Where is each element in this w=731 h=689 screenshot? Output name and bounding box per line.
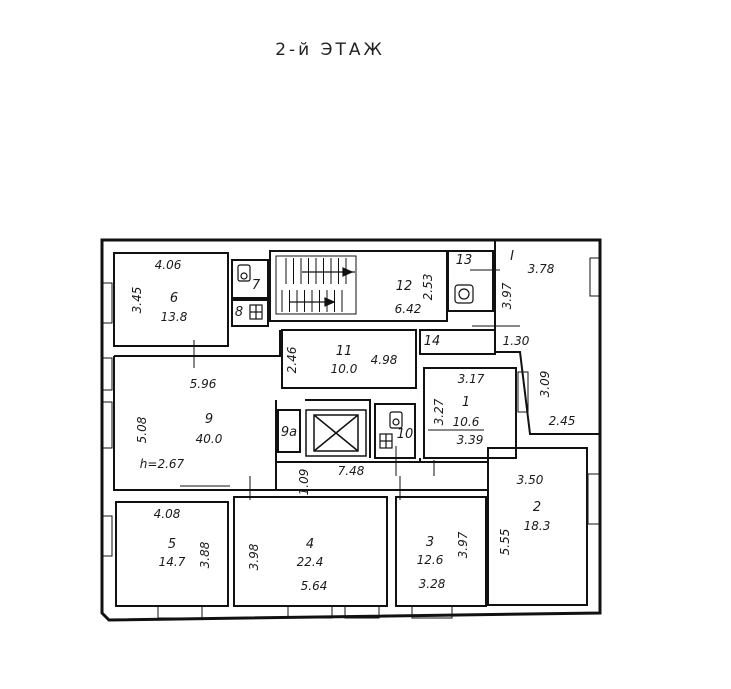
- room-area-9: 40.0: [196, 432, 223, 446]
- room-label-4: 4: [306, 537, 314, 552]
- window-right-3: [517, 371, 529, 413]
- window-bottom-1: [157, 605, 203, 619]
- sink-icon-8: [249, 304, 263, 320]
- room-area-4: 22.4: [297, 555, 324, 569]
- core-wall: [275, 399, 371, 462]
- dim-r1-b: 3.39: [457, 433, 484, 447]
- dimension-labels: 4.06 3.45 2.53 6.42 3.78 3.97 1.30 3.09 …: [130, 258, 575, 593]
- room-label-8: 8: [235, 305, 243, 320]
- room-label-9a: 9а: [281, 425, 297, 440]
- dim-rI-d: 3.09: [538, 371, 552, 398]
- room-14-walls: [419, 329, 496, 355]
- room-13-walls: [447, 250, 494, 312]
- dim-r6-h: 3.45: [130, 287, 144, 314]
- room-label-5: 5: [168, 537, 176, 552]
- room-10-walls: [374, 403, 416, 459]
- room-label-12: 12: [396, 279, 413, 294]
- dim-r3-h: 3.97: [456, 531, 470, 558]
- corridor-wall: [230, 461, 488, 491]
- dim-r5-w: 4.08: [154, 507, 181, 521]
- dim-r4-h: 3.98: [247, 543, 261, 570]
- room-label-I: I: [510, 249, 514, 264]
- dim-rI-x: 1.30: [503, 334, 530, 348]
- sink-icon-10: [379, 433, 393, 449]
- room-6-walls: [113, 252, 229, 347]
- dim-rI-h: 3.97: [500, 282, 514, 309]
- room-label-9: 9: [205, 412, 213, 427]
- room-label-3: 3: [426, 535, 434, 550]
- toilet-icon-13: [454, 284, 474, 304]
- dim-rI-w: 3.78: [528, 262, 555, 276]
- stair-steps: [281, 258, 347, 312]
- dim-r6-w: 4.06: [155, 258, 182, 272]
- room-area-6: 13.8: [161, 310, 188, 324]
- window-left-2: [101, 357, 113, 391]
- room-area-5: 14.7: [159, 555, 186, 569]
- window-bottom-3: [344, 605, 380, 619]
- room-label-6: 6: [170, 291, 178, 306]
- windows: [101, 257, 601, 619]
- dim-r9-h: 5.08: [135, 416, 149, 443]
- elevator-icon: [305, 409, 367, 457]
- dim-r3-w: 3.28: [419, 577, 446, 591]
- interior-walls: [113, 240, 600, 607]
- dimension-lines: [180, 269, 520, 500]
- sanitary-fixtures: [237, 264, 474, 449]
- dim-r1-w: 3.17: [458, 372, 485, 386]
- dim-r2-w: 3.50: [517, 473, 544, 487]
- room-7-walls: [231, 259, 269, 299]
- room-labels: 6 13.8 7 8 12 13 I 11 10.0 14 1 10.6 9 4…: [159, 249, 551, 569]
- dim-r9-w: 5.96: [190, 377, 217, 391]
- dim-r11-w: 4.98: [371, 353, 398, 367]
- room-area-1: 10.6: [453, 415, 480, 429]
- dim-r9-ceiling: h=2.67: [140, 457, 185, 471]
- room-label-10: 10: [397, 427, 414, 442]
- dim-corr-len: 7.48: [338, 464, 365, 478]
- window-left-4: [101, 515, 113, 557]
- room-I-walls: [494, 240, 600, 435]
- room-area-3: 12.6: [417, 553, 444, 567]
- room-1-walls: [423, 367, 517, 459]
- dim-r4-w: 5.64: [301, 579, 328, 593]
- room-11-walls: [281, 329, 417, 389]
- toilet-icon-7: [237, 264, 251, 282]
- room-label-14: 14: [424, 334, 441, 349]
- room-label-13: 13: [456, 253, 473, 268]
- room-label-2: 2: [533, 500, 541, 515]
- toilet-icon-10: [389, 411, 403, 429]
- window-left-3: [101, 401, 113, 449]
- room-area-11: 10.0: [331, 362, 358, 376]
- dim-r2-h: 5.55: [498, 529, 512, 556]
- room-label-11: 11: [336, 344, 353, 359]
- window-right-1: [589, 257, 601, 297]
- window-bottom-4: [411, 605, 453, 619]
- window-right-2: [587, 473, 601, 525]
- room-label-1: 1: [462, 395, 470, 410]
- dim-corr-w: 1.09: [297, 469, 311, 496]
- stair-arrows: [290, 267, 355, 307]
- room-9a-walls: [277, 409, 301, 453]
- dim-r12-h: 2.53: [421, 274, 435, 301]
- dim-rI-b: 2.45: [549, 414, 576, 428]
- page-title: 2-й ЭТАЖ: [275, 40, 385, 60]
- room-label-7: 7: [252, 278, 261, 293]
- dim-r12-w: 6.42: [395, 302, 422, 316]
- room-area-2: 18.3: [524, 519, 551, 533]
- dim-r5-h: 3.88: [198, 541, 212, 568]
- staircase: [275, 255, 357, 315]
- room-8-walls: [231, 299, 269, 327]
- dim-r1-h: 3.27: [432, 398, 446, 425]
- room-2-walls: [487, 447, 588, 606]
- dim-r11-h: 2.46: [285, 346, 299, 373]
- window-left-1: [101, 282, 113, 324]
- window-bottom-2: [287, 605, 333, 619]
